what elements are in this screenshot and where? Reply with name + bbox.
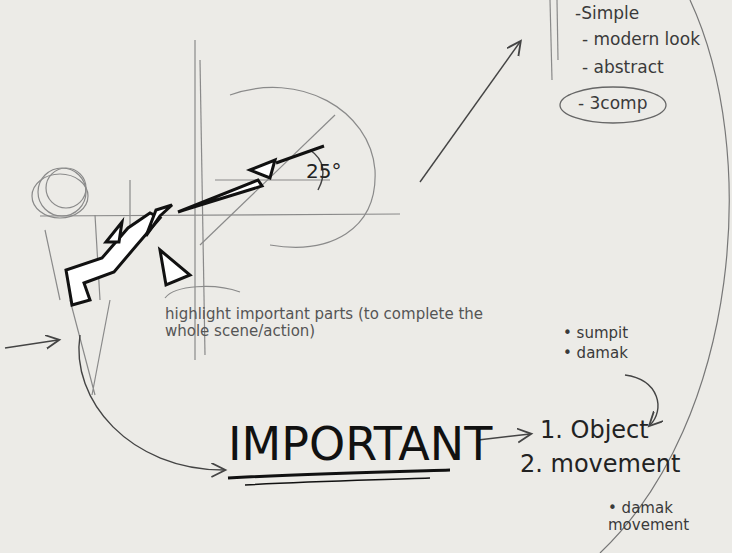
shard-shape <box>146 205 172 236</box>
head-circle <box>38 168 86 216</box>
underline-stroke <box>245 478 430 485</box>
pencil-guides <box>32 0 729 553</box>
sketch-note: 1. Object <box>540 417 710 445</box>
sketch-note: • damak <box>563 345 683 362</box>
shard-shape <box>160 250 190 285</box>
sketch-note: -Simple <box>575 4 715 24</box>
sketch-arrow <box>5 340 58 348</box>
sketch-note: 2. movement <box>520 451 710 479</box>
guide-arc <box>230 87 375 247</box>
sketch-note: - 3comp <box>578 94 664 114</box>
arm-shape <box>66 213 160 305</box>
sketch-note: highlight important parts (to complete t… <box>165 306 505 341</box>
underline <box>228 470 450 485</box>
sketch-note: 25° <box>306 160 366 183</box>
circle-outline-shape <box>560 87 666 123</box>
sketch-note: • damak movement <box>608 500 688 535</box>
shard-shape <box>106 222 122 242</box>
guide-line <box>550 0 552 80</box>
sketch-note: IMPORTANT <box>228 418 488 471</box>
blowpipe-shape <box>178 180 262 212</box>
guide-line <box>557 0 558 60</box>
sketch-note: • sumpit <box>563 325 683 342</box>
sketch-note: - abstract <box>582 58 722 78</box>
sketch-note: - modern look <box>582 30 722 50</box>
underline-stroke <box>228 470 450 478</box>
shard-shape <box>250 160 275 178</box>
highlight-loop <box>165 286 240 298</box>
sketch-arrow <box>79 335 224 470</box>
sketch-arrow <box>420 42 520 182</box>
guide-line <box>40 214 400 216</box>
circled-note: - 3comp <box>558 85 668 125</box>
head-circle <box>32 174 88 218</box>
figure-shapes <box>66 146 324 305</box>
